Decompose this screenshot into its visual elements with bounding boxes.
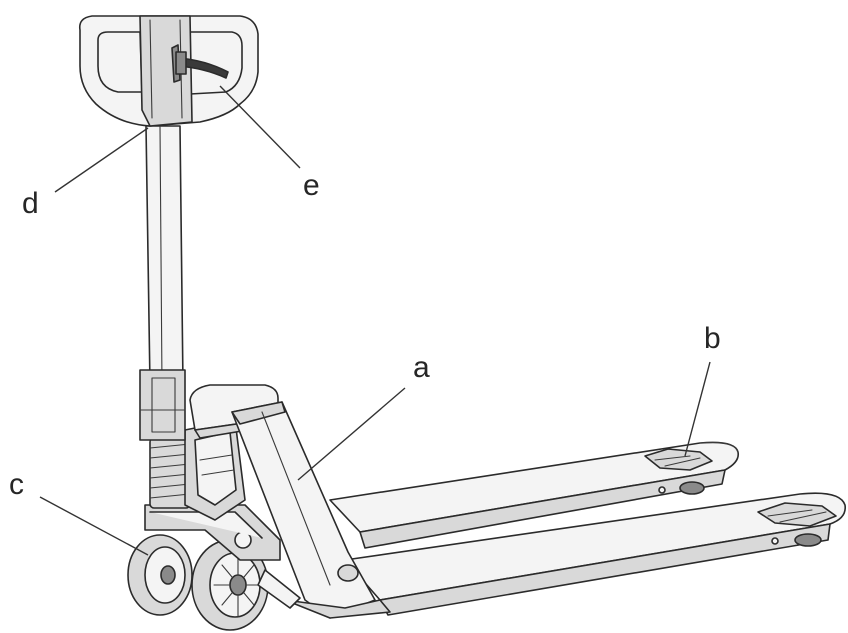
steering-wheel-rear: [127, 534, 193, 616]
fork-rear-roller: [658, 481, 705, 495]
callout-c-label: c: [9, 468, 24, 501]
drawbar-shaft: [139, 125, 186, 441]
fork-rear-load-wheel-opening: [644, 448, 713, 471]
callout-e-leader: [219, 85, 301, 169]
fork-front-load-wheel-opening: [757, 502, 837, 527]
fork-front-roller: [771, 533, 822, 547]
callout-a-label: a: [413, 351, 430, 384]
control-lever: [171, 44, 229, 83]
callout-b-leader: [684, 361, 711, 457]
callout-e-label: e: [303, 169, 320, 202]
chassis-cover: [231, 401, 376, 619]
callout-c-leader: [39, 496, 149, 556]
fork-front: [344, 492, 847, 616]
callout-b-label: b: [704, 322, 721, 355]
callout-d-label: d: [22, 187, 39, 220]
handle-grip: [78, 15, 259, 127]
steering-frame: [144, 504, 281, 561]
callout-d-leader: [54, 127, 149, 193]
cover-bolt: [337, 564, 359, 582]
fork-rear: [329, 441, 740, 549]
pump-spring: [149, 437, 191, 509]
callout-a-leader: [297, 387, 406, 481]
chassis-base: [257, 569, 391, 619]
